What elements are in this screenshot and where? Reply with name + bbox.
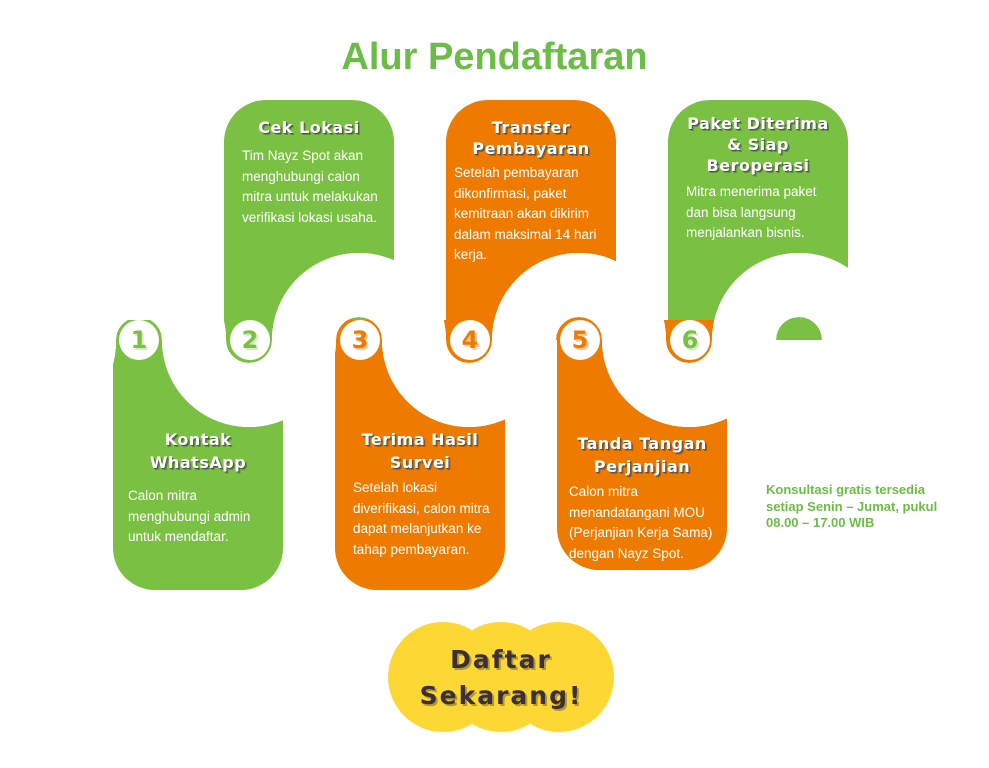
step-title: Tanda Tangan Perjanjian xyxy=(577,434,707,476)
step-title: Paket Diterima & Siap Beroperasi xyxy=(687,114,829,175)
step-description: Mitra menerima paket dan bisa langsung m… xyxy=(686,184,817,240)
page-title: Alur Pendaftaran xyxy=(341,36,648,78)
step-description: Calon mitra menghubungi admin untuk mend… xyxy=(128,488,251,544)
step-content: Terima Hasil Survei Setelah lokasi diver… xyxy=(335,428,505,560)
step-title: Cek Lokasi xyxy=(258,118,360,137)
step-title: Transfer Pembayaran xyxy=(472,118,590,158)
step-description: Tim Nayz Spot akan menghubungi calon mit… xyxy=(242,148,378,225)
step-1-badge: 1 xyxy=(119,320,159,360)
register-now-label[interactable]: Daftar Sekarang! xyxy=(419,645,583,710)
step-description: Setelah lokasi diverifikasi, calon mitra… xyxy=(353,480,490,557)
step-content: Cek Lokasi Tim Nayz Spot akan menghubung… xyxy=(224,117,394,228)
step-6-badge: 6 xyxy=(670,320,710,360)
step-content: Paket Diterima & Siap Beroperasi Mitra m… xyxy=(668,113,848,244)
step-4-badge: 4 xyxy=(450,320,490,360)
register-now-button[interactable]: Daftar Sekarang! xyxy=(388,622,614,732)
step-title: Kontak WhatsApp xyxy=(149,430,247,472)
step-description: Calon mitra menandatangani MOU (Perjanji… xyxy=(569,484,713,561)
step-5-badge: 5 xyxy=(560,320,600,360)
step-content: Tanda Tangan Perjanjian Calon mitra mena… xyxy=(557,432,727,564)
consultation-note: Konsultasi gratis tersedia setiap Senin … xyxy=(766,482,938,530)
step-2-badge: 2 xyxy=(230,320,270,360)
step-3-badge: 3 xyxy=(340,320,380,360)
step-content: Kontak WhatsApp Calon mitra menghubungi … xyxy=(113,428,283,548)
cta-bubble xyxy=(504,622,614,732)
step-description: Setelah pembayaran dikonfirmasi, paket k… xyxy=(454,165,597,262)
step-2-card: Cek Lokasi Tim Nayz Spot akan menghubung… xyxy=(224,100,394,340)
step-title: Terima Hasil Survei xyxy=(361,430,479,472)
step-content: Transfer Pembayaran Setelah pembayaran d… xyxy=(446,117,616,266)
